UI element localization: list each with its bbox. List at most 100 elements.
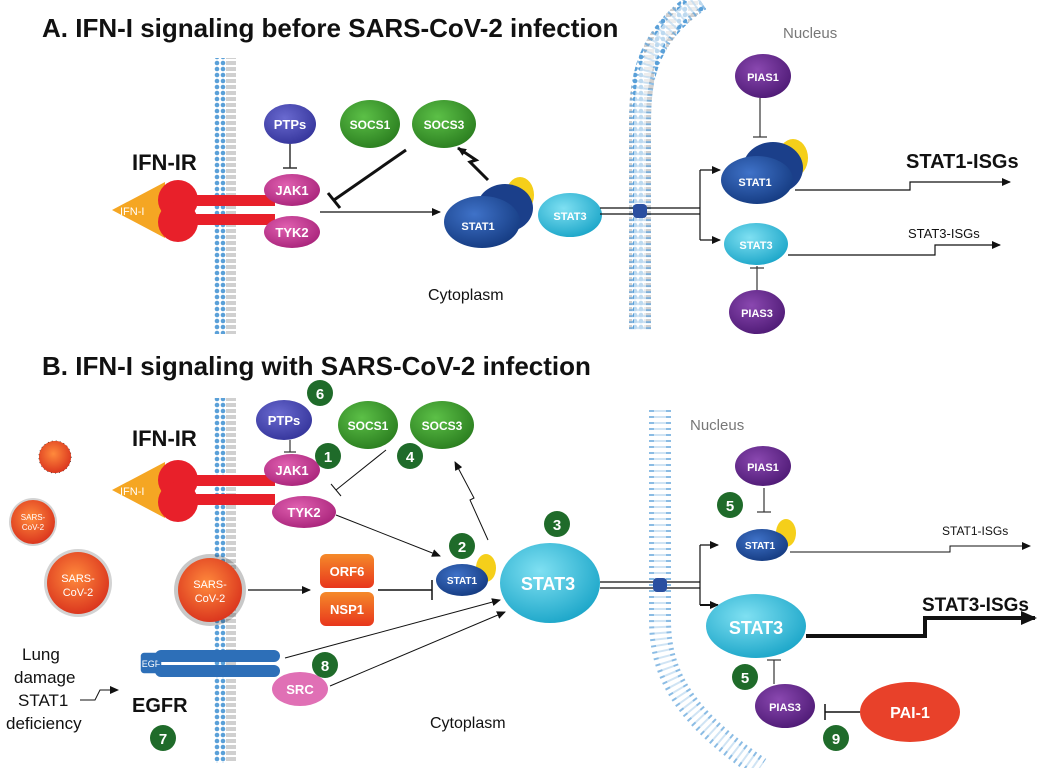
ptps-a [264, 104, 316, 144]
stat3-isgs-b: STAT3-ISGs [922, 595, 1029, 616]
svg-text:6: 6 [316, 386, 324, 403]
pai1-label: PAI-1 [890, 705, 930, 722]
socs-inhibit-a [333, 148, 407, 202]
socs3-a [412, 100, 476, 148]
receptor-head-a2 [158, 202, 198, 242]
svg-text:1: 1 [324, 449, 332, 466]
svg-text:CoV-2: CoV-2 [22, 523, 45, 532]
stat1-isgs-a: STAT1-ISGs [906, 151, 1019, 173]
ifn-i-ligand-b [112, 462, 165, 518]
nuc-stat3-label-b: STAT3 [729, 618, 783, 638]
ifn-i-ligand-a [112, 182, 165, 238]
socs3-label-b: SOCS3 [422, 419, 463, 433]
virus-icon-3: SARS- CoV-2 [44, 549, 112, 617]
tyk2-b [272, 496, 336, 528]
orf6-label: ORF6 [330, 564, 365, 579]
src-label: SRC [286, 682, 314, 697]
ptps-label-a: PTPs [274, 117, 307, 132]
receptor-chain-b1 [185, 475, 275, 486]
ptps-b [256, 400, 312, 440]
egfr-chain-1 [155, 650, 280, 662]
egf-label: EGF [142, 659, 161, 669]
nuc-stat1-label-b: STAT1 [745, 541, 776, 552]
pias3-label-a: PIAS3 [741, 308, 773, 320]
egfr-label: EGFR [132, 695, 188, 717]
egfr-chain-2 [155, 665, 280, 677]
badge-1: 1 [315, 443, 341, 469]
tyk2-a [264, 216, 320, 248]
socs1-a [340, 100, 400, 148]
pai1 [860, 682, 960, 742]
pias1-b [735, 446, 791, 486]
svg-text:CoV-2: CoV-2 [63, 587, 94, 599]
panel-a-title: A. IFN-I signaling before SARS-CoV-2 inf… [42, 13, 618, 43]
svg-text:CoV-2: CoV-2 [195, 593, 226, 605]
tyk2-label-b: TYK2 [287, 505, 320, 520]
pias1-label-b: PIAS1 [747, 462, 779, 474]
pias3-a [729, 290, 785, 334]
nucleus-label-a: Nucleus [783, 25, 837, 42]
nuc-stat1-b [736, 529, 788, 561]
tyk2-label-a: TYK2 [275, 225, 308, 240]
virus-icon-1 [38, 440, 72, 474]
receptor-chain-a2 [185, 214, 275, 225]
nsp1-label: NSP1 [330, 602, 364, 617]
stat3-label-a: STAT3 [553, 211, 586, 223]
stat3-a [538, 193, 602, 237]
svg-text:5: 5 [726, 498, 734, 515]
pias1-a [735, 54, 791, 98]
nuc-stat1-label-a: STAT1 [738, 177, 771, 189]
nuc-stat1-a [721, 156, 793, 204]
ifn-ir-label-a: IFN-IR [132, 150, 197, 175]
nuc-stat3-a [724, 223, 788, 265]
lightning-arrow-a [457, 146, 490, 182]
panel-b-title: B. IFN-I signaling with SARS-CoV-2 infec… [42, 351, 591, 381]
svg-text:9: 9 [832, 731, 840, 748]
orf6-box [320, 554, 374, 588]
badge-6: 6 [307, 380, 333, 406]
cytoplasm-label-b: Cytoplasm [430, 715, 506, 732]
pias1-label-a: PIAS1 [747, 72, 779, 84]
socs1-label-a: SOCS1 [350, 118, 391, 132]
jak1-label-a: JAK1 [275, 183, 308, 198]
pias3-b [755, 684, 815, 728]
stat1-b [436, 564, 488, 596]
svg-text:8: 8 [321, 658, 329, 675]
badge-2: 2 [449, 533, 475, 559]
socs1-label-b: SOCS1 [348, 419, 389, 433]
svg-text:SARS-: SARS- [193, 579, 227, 591]
src [272, 672, 328, 706]
nuclear-pore-a [633, 204, 647, 218]
nucleus-label-b: Nucleus [690, 417, 744, 434]
socs1-b [338, 401, 398, 449]
badge-3: 3 [544, 511, 570, 537]
stat1-label-b: STAT1 [447, 576, 478, 587]
nuc-stat3-b [706, 594, 806, 658]
virus-icon-2: SARS- CoV-2 [9, 498, 57, 546]
svg-text:SARS-: SARS- [21, 513, 46, 522]
virus-icon-membrane: SARS- CoV-2 [174, 554, 246, 626]
badge-7: 7 [150, 725, 176, 751]
jak1-label-b: JAK1 [275, 463, 308, 478]
svg-text:SARS-: SARS- [61, 573, 95, 585]
jak1-b [264, 454, 320, 486]
stat3-b [500, 543, 600, 623]
svg-text:3: 3 [553, 517, 561, 534]
svg-text:4: 4 [406, 449, 415, 466]
stat3-isgs-a: STAT3-ISGs [908, 226, 980, 241]
ifn-ir-label-b: IFN-IR [132, 426, 197, 451]
socs3-b [410, 401, 474, 449]
nuc-stat3-label-a: STAT3 [739, 240, 772, 252]
badge-5-bottom: 5 [732, 664, 758, 690]
socs3-label-a: SOCS3 [424, 118, 465, 132]
jak1-a [264, 174, 320, 206]
nsp1-box [320, 592, 374, 626]
badge-4: 4 [397, 443, 423, 469]
svg-text:5: 5 [741, 670, 749, 687]
lightning-arrow-b [454, 461, 489, 541]
ifn-i-text-a: IFN-I [120, 206, 144, 218]
ifn-i-text-b: IFN-I [120, 486, 144, 498]
pias3-label-b: PIAS3 [769, 702, 801, 714]
stat1-isgs-b: STAT1-ISGs [942, 524, 1008, 538]
badge-8: 8 [312, 652, 338, 678]
